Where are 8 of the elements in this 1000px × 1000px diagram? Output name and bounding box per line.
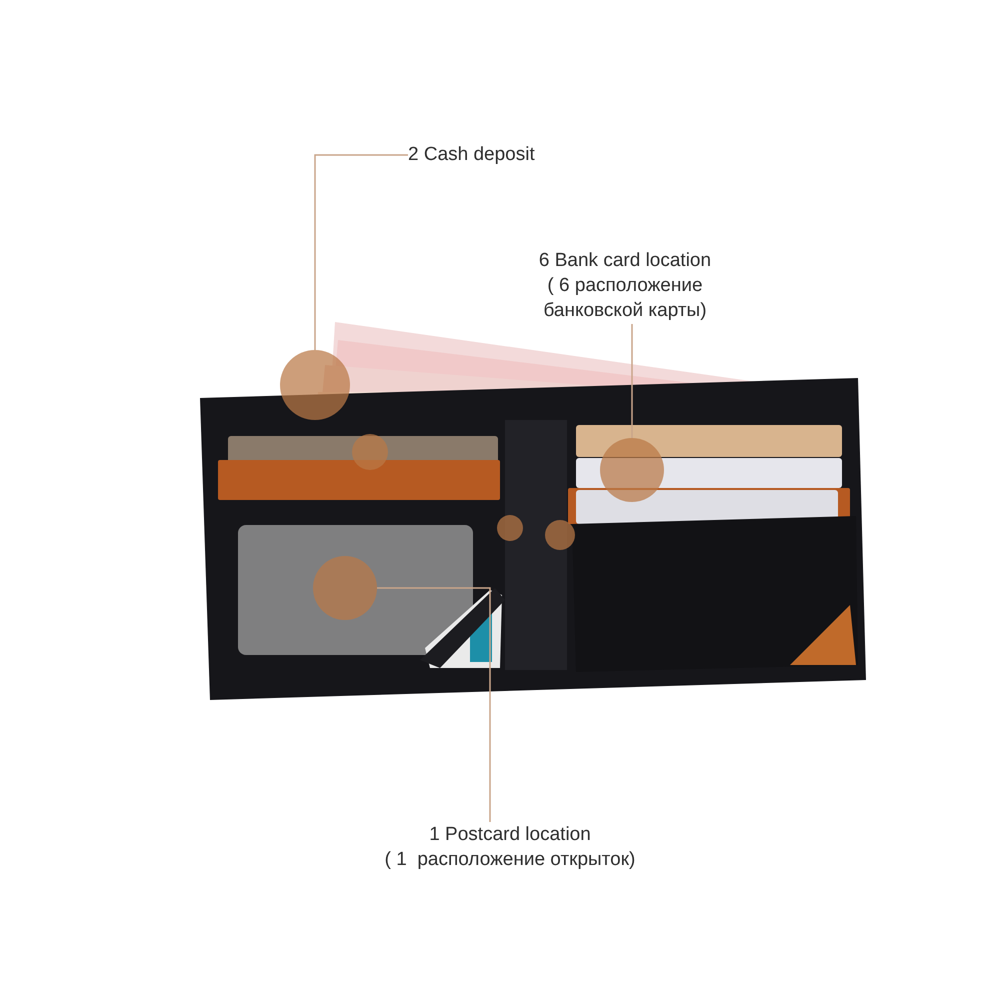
callout-text: 6 Bank card location <box>538 249 712 273</box>
callout-text: 2 Cash deposit <box>408 143 535 167</box>
leader-line <box>314 154 408 350</box>
leader-line <box>377 587 491 822</box>
callout-text: 1 Postcard location <box>429 823 591 847</box>
leader-line <box>631 324 633 438</box>
callout-text: ( 6 расположение банковской карты) <box>542 274 708 323</box>
callout-text: ( 1 расположение открыток) <box>384 848 636 872</box>
